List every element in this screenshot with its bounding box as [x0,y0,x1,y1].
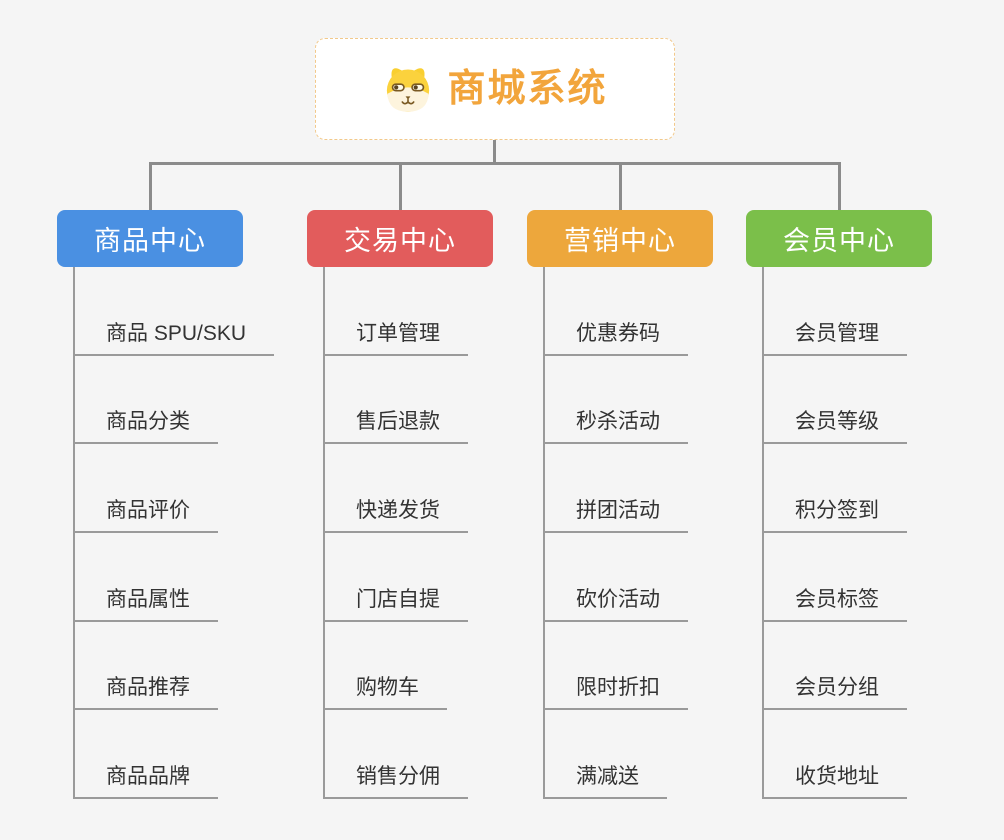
branch-node[interactable]: 营销中心 [527,210,713,267]
child-node[interactable]: 快递发货 [323,444,468,534]
child-node-label: 商品属性 [106,587,190,611]
child-node[interactable]: 积分签到 [762,444,907,534]
child-node-label: 商品 SPU/SKU [106,321,247,345]
child-node[interactable]: 商品品牌 [73,710,218,800]
child-node-label: 订单管理 [356,321,440,345]
child-node[interactable]: 砍价活动 [543,533,688,622]
child-node[interactable]: 销售分佣 [323,710,468,800]
branch-node-label: 商品中心 [94,226,206,256]
branch-node-label: 会员中心 [783,226,895,256]
branch-children-column: 订单管理售后退款快递发货门店自提购物车销售分佣 [323,267,468,800]
child-node-label: 收货地址 [795,764,879,788]
child-node-label: 拼团活动 [576,498,660,522]
child-node-label: 会员等级 [795,410,879,434]
branch-drop-connector [618,164,622,211]
child-node[interactable]: 售后退款 [323,356,468,445]
child-node[interactable]: 秒杀活动 [543,356,688,445]
branch-node[interactable]: 交易中心 [307,210,493,267]
child-node-label: 满减送 [576,764,639,788]
child-node-label: 商品推荐 [106,676,190,700]
branch-bus-connector [149,162,841,165]
branch-node-label: 交易中心 [344,226,456,256]
child-node-label: 积分签到 [795,498,879,522]
child-node-label: 砍价活动 [576,587,660,611]
branch-node[interactable]: 会员中心 [746,210,932,267]
child-node[interactable]: 商品评价 [73,444,218,534]
child-node[interactable]: 订单管理 [323,267,468,356]
branch-children-column: 商品 SPU/SKU 商品分类商品评价商品属性商品推荐商品品牌 [73,267,275,800]
branch-drop-connector [837,164,841,211]
branch-node-label: 营销中心 [564,226,676,256]
root-node-label: 商城系统 [447,68,608,110]
child-node-label: 会员管理 [795,321,879,345]
root-node[interactable]: 商城系统 [315,38,675,140]
child-node[interactable]: 收货地址 [762,710,907,800]
child-node-label: 商品评价 [106,498,190,522]
child-node-label: 销售分佣 [356,764,440,788]
child-node-label: 优惠券码 [576,321,660,345]
child-node-label: 门店自提 [356,587,440,611]
dog-face-icon [387,68,430,112]
child-node-label: 秒杀活动 [576,410,660,434]
root-stem-connector [493,140,496,164]
child-node-label: 购物车 [356,676,419,700]
child-node[interactable]: 拼团活动 [543,444,688,534]
child-node[interactable]: 满减送 [543,710,667,800]
child-node[interactable]: 商品属性 [73,533,218,622]
child-node-label: 售后退款 [356,410,440,434]
branch-children-column: 会员管理会员等级积分签到会员标签会员分组收货地址 [762,267,907,800]
child-node[interactable]: 会员等级 [762,356,907,445]
branch-drop-connector [148,164,152,211]
child-node-label: 限时折扣 [576,676,660,700]
child-node[interactable]: 限时折扣 [543,622,688,711]
child-node[interactable]: 优惠券码 [543,267,688,356]
branch-children-column: 优惠券码秒杀活动拼团活动砍价活动限时折扣满减送 [543,267,688,800]
child-node-label: 会员分组 [795,676,879,700]
child-node-label: 商品品牌 [106,764,190,788]
child-node[interactable]: 商品 SPU/SKU [73,267,275,356]
child-node[interactable]: 购物车 [323,622,447,711]
branch-node[interactable]: 商品中心 [57,210,243,267]
child-node-label: 商品分类 [106,410,190,434]
child-node[interactable]: 商品推荐 [73,622,218,711]
child-node[interactable]: 会员标签 [762,533,907,622]
child-node[interactable]: 会员分组 [762,622,907,711]
child-node-label: 会员标签 [795,587,879,611]
child-node-label: 快递发货 [356,498,440,522]
child-node[interactable]: 商品分类 [73,356,218,445]
child-node[interactable]: 会员管理 [762,267,907,356]
branch-drop-connector [398,164,402,211]
child-node[interactable]: 门店自提 [323,533,468,622]
